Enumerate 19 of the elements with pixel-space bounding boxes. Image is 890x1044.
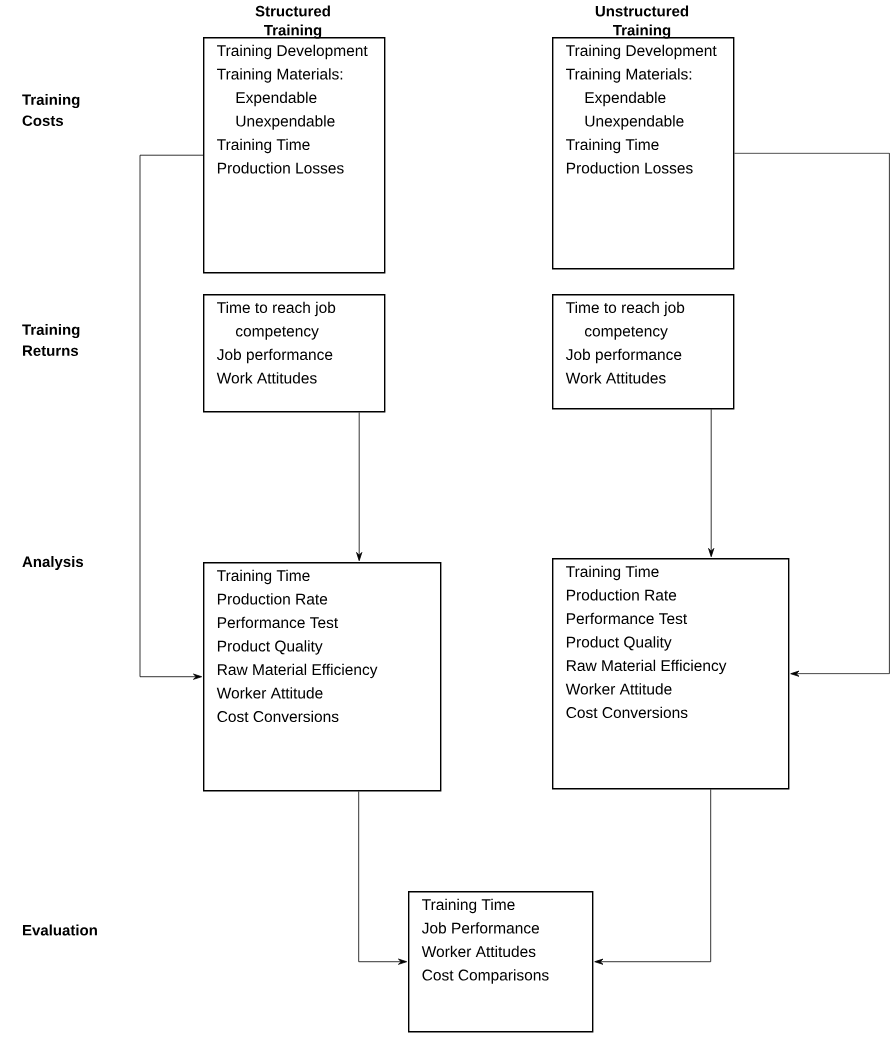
- text-box: Training Time Production Rate Performance Test Product Quality Raw Material Efficiency Worker Attitude Cost Conversions: [552, 558, 790, 790]
- arrow: [594, 789, 712, 965]
- row-heading: Training Costs: [22, 94, 80, 126]
- text-box: Time to reach job competency Job performance Work Attitudes: [203, 294, 386, 413]
- arrow: [708, 409, 715, 558]
- text-box: Training Development Training Materials: Expendable Unexpendable Training Time Production Losses: [203, 37, 386, 274]
- arrow: [358, 791, 408, 965]
- arrow: [139, 154, 204, 680]
- row-heading: Training Returns: [22, 324, 80, 356]
- row-heading: Structured Training: [255, 5, 330, 39]
- row-heading: Analysis: [22, 556, 84, 570]
- text-box: Training Time Production Rate Performance Test Product Quality Raw Material Efficiency Worker Attitude Cost Conversions: [203, 562, 442, 792]
- text-box: Training Time Job Performance Worker Attitudes Cost Comparisons: [408, 891, 594, 1033]
- arrow: [734, 152, 890, 677]
- row-heading: Evaluation: [23, 924, 97, 936]
- row-heading: Unstructured Training: [595, 5, 689, 39]
- arrow: [356, 412, 363, 562]
- text-box: Time to reach job competency Job performance Work Attitudes: [552, 294, 735, 410]
- text-box: Training Development Training Materials: Expendable Unexpendable Training Time Production Losses: [552, 37, 735, 270]
